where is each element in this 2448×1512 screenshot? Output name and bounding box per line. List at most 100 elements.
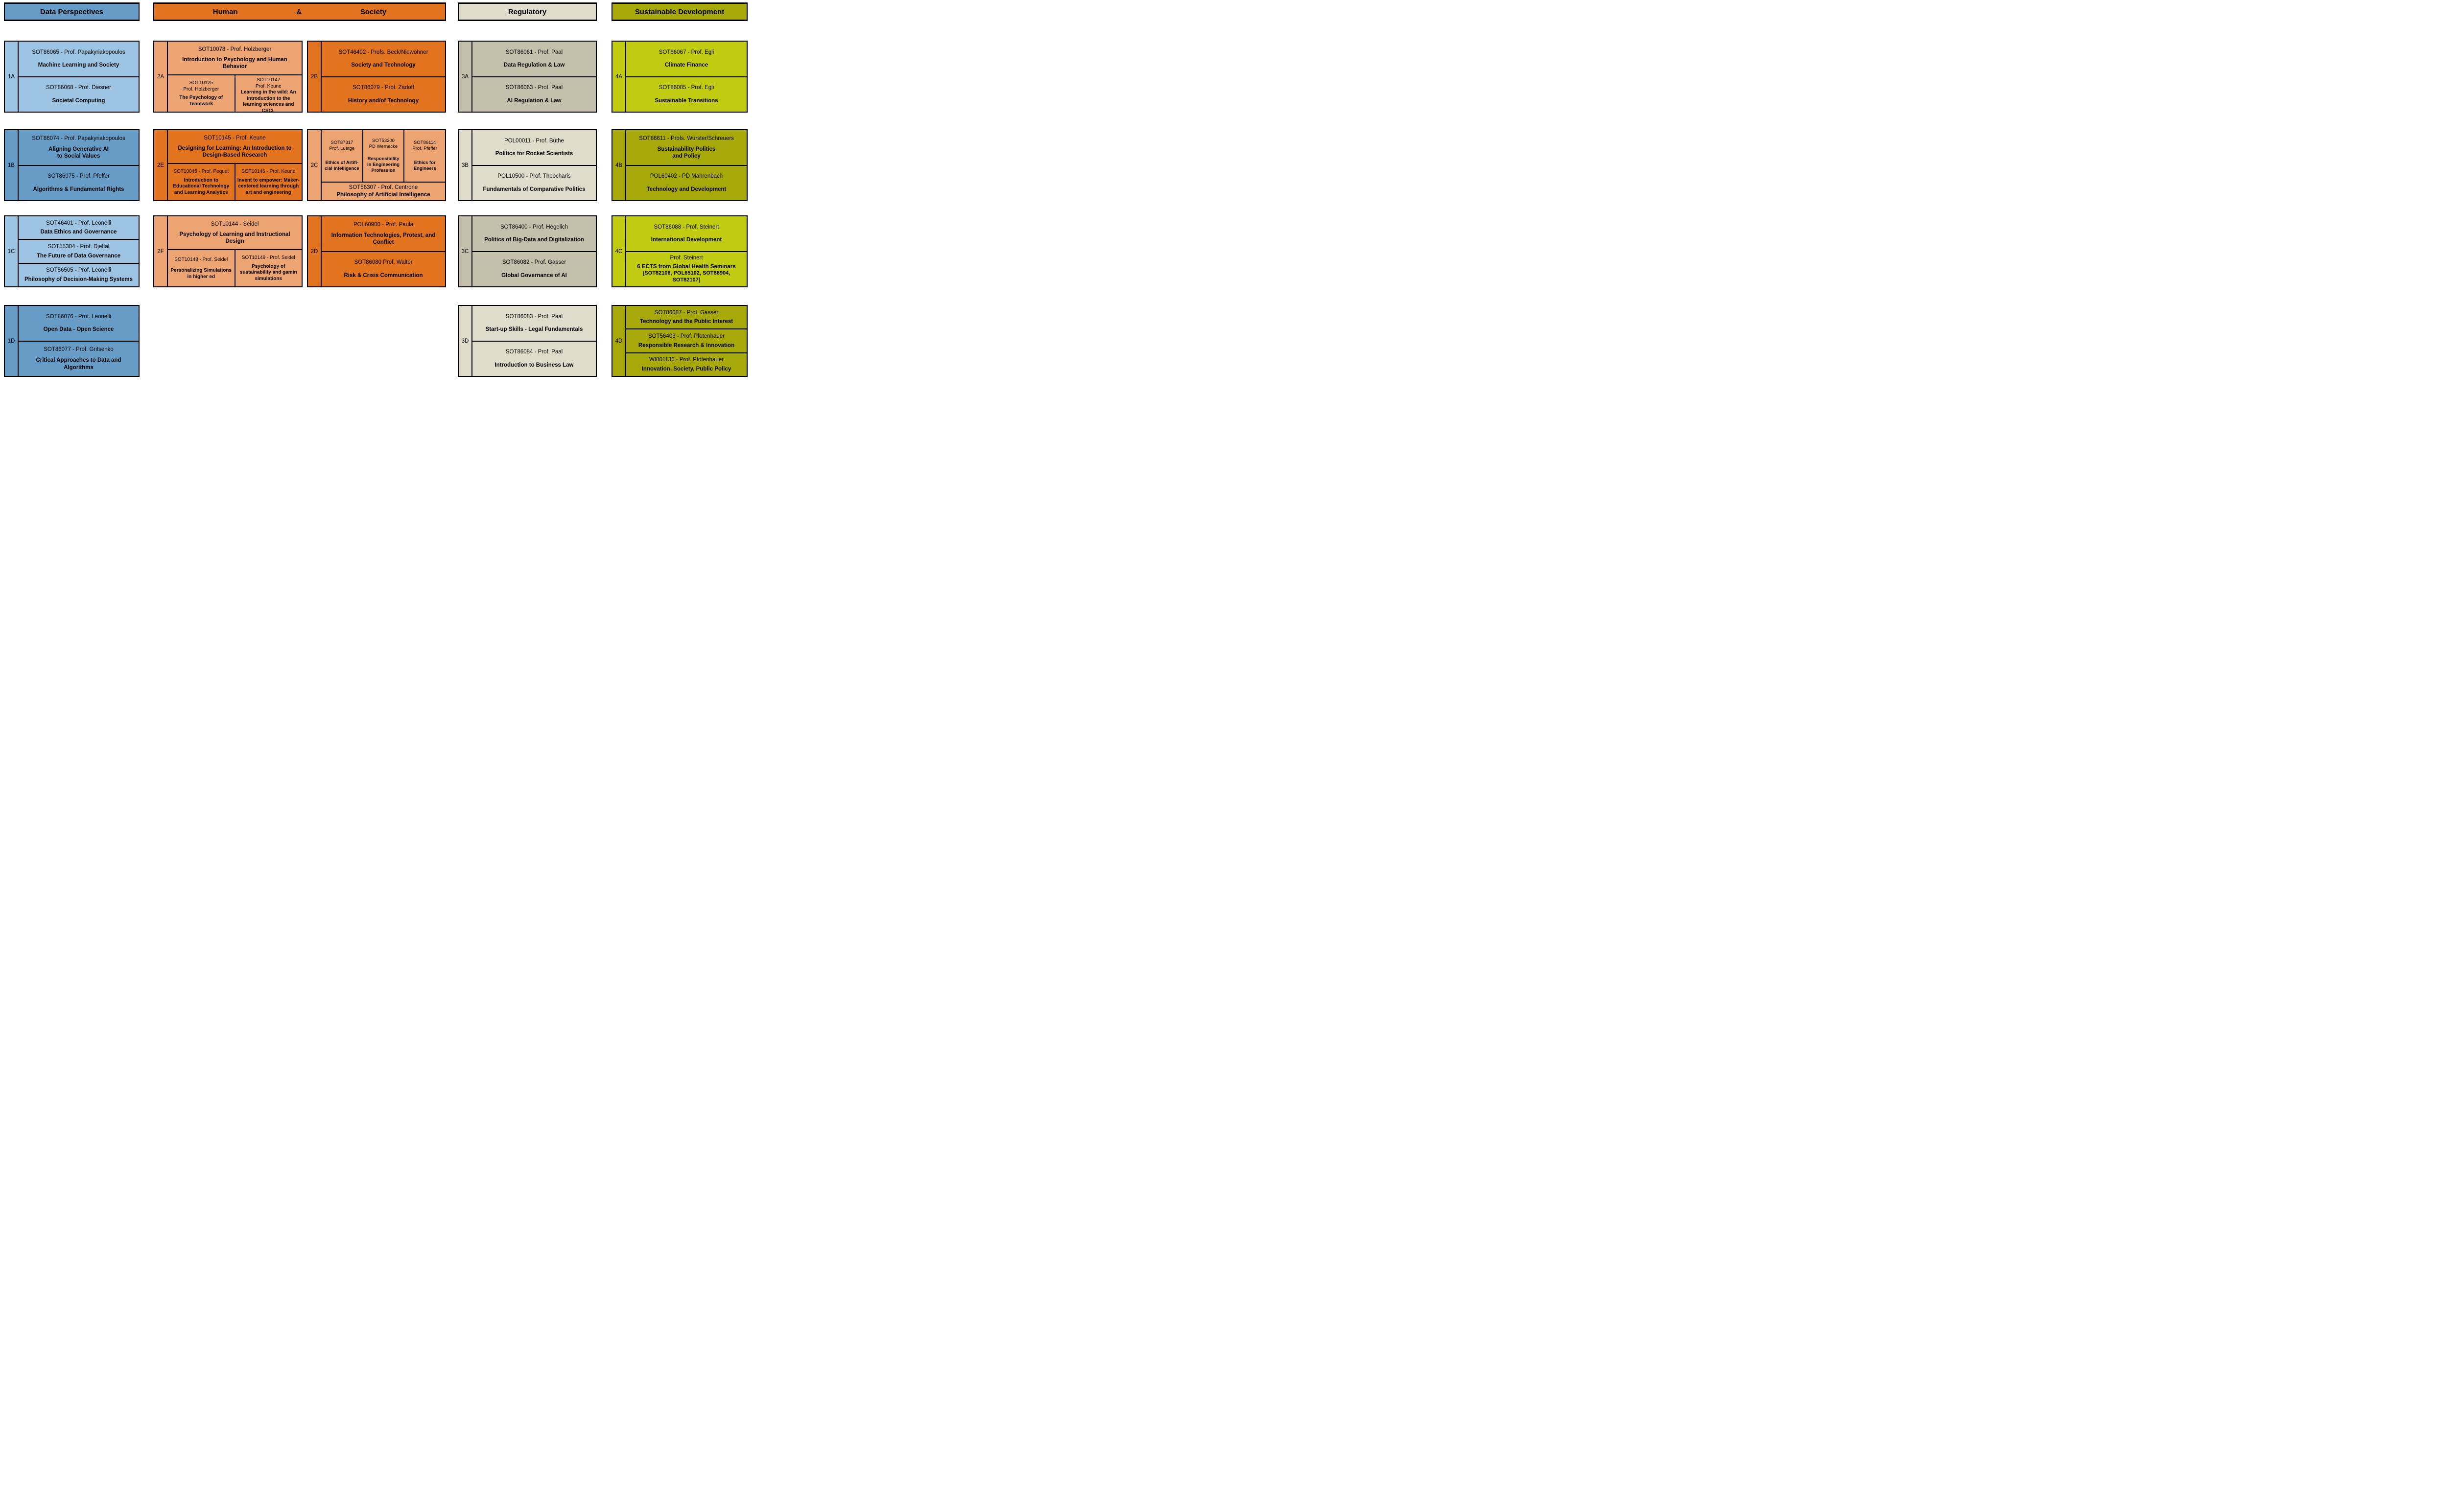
course-cell: SOT86082 - Prof. Gasser Global Governanc… xyxy=(472,251,596,287)
module-block-2F: 2F SOT10144 - Seidel Psychology of Learn… xyxy=(153,215,303,287)
course-title: The Future of Data Governance xyxy=(36,253,121,259)
course-code: SOT55304 - Prof. Djeffal xyxy=(47,244,110,250)
module-tab-2C: 2C xyxy=(308,130,322,200)
module-block-3C: 3C SOT86400 - Prof. Hegelich Politics of… xyxy=(458,215,597,287)
course-code: SOT86076 - Prof. Leonelli xyxy=(46,313,111,320)
course-code: SOT86079 - Prof. Zadoff xyxy=(353,85,414,91)
course-subcell: SOT53200 PD Wernecke Responsibility in E… xyxy=(362,130,404,182)
course-cell: SOT56403 - Prof. Pfotenhauer Responsible… xyxy=(626,328,747,352)
module-block-2A: 2A SOT10078 - Prof. Holzberger Introduct… xyxy=(153,41,303,114)
course-code: SOT86061 - Prof. Paal xyxy=(505,49,563,55)
course-cell: SOT86065 - Prof. Papakyriakopoulos Machi… xyxy=(19,42,139,76)
column-header-data-perspectives: Data Perspectives xyxy=(4,2,140,21)
course-title: Ethics of Artifi- cial Intelligence xyxy=(324,160,359,172)
module-tab-2B: 2B xyxy=(308,42,322,112)
module-tab-1A: 1A xyxy=(5,42,19,112)
course-code: WI001136 - Prof. Pfotenhauer xyxy=(649,357,724,363)
course-code: SOT10147 xyxy=(257,77,281,83)
course-title: Innovation, Society, Public Policy xyxy=(641,366,731,372)
course-code: POL60402 - PD Mahrenbach xyxy=(650,173,723,180)
course-cell: SOT56505 - Prof. Leonelli Philosophy of … xyxy=(19,262,139,286)
course-subcell: SOT10125 Prof. Holzberger The Psychology… xyxy=(168,75,235,112)
header-label: Data Perspectives xyxy=(40,7,104,16)
course-title: The Psychology of Teamwork xyxy=(179,95,223,107)
course-cell: SOT86085 - Prof. Egli Sustainable Transi… xyxy=(626,76,747,112)
module-block-1B: 1B SOT86074 - Prof. Papakyriakopoulos Al… xyxy=(4,129,140,201)
course-subcell: SOT10148 - Prof. Seidel Personalizing Si… xyxy=(168,250,235,286)
course-cell: SOT86063 - Prof. Paal AI Regulation & La… xyxy=(472,76,596,112)
course-code: SOT56403 - Prof. Pfotenhauer xyxy=(648,333,725,339)
header-label-society: Society xyxy=(360,7,387,16)
course-subcell: SOT10147 Prof. Keune Learning in the wil… xyxy=(234,75,302,114)
course-cell: Prof. Steinert 6 ECTS from Global Health… xyxy=(626,251,747,287)
course-title: Personalizing Simulations in higher ed xyxy=(170,268,232,279)
course-title: Information Technologies, Protest, and C… xyxy=(331,232,436,246)
course-title: Fundamentals of Comparative Politics xyxy=(483,186,586,192)
curriculum-module-map: Data Perspectives Human & Society Regula… xyxy=(0,0,749,378)
course-title: Start-up Skills - Legal Fundamentals xyxy=(485,326,583,333)
course-code: SOT86400 - Prof. Hegelich xyxy=(500,224,568,230)
module-block-3D: 3D SOT86083 - Prof. Paal Start-up Skills… xyxy=(458,305,597,377)
module-tab-4C: 4C xyxy=(612,216,626,286)
course-code: SOT86074 - Prof. Papakyriakopoulos xyxy=(32,135,125,141)
column-header-human-society: Human & Society xyxy=(153,2,446,21)
course-title: Introduction to Educational Technology a… xyxy=(173,177,230,195)
course-cell: SOT86075 - Prof. Pfeffer Algorithms & Fu… xyxy=(19,164,139,201)
course-title: AI Regulation & Law xyxy=(507,97,562,104)
module-block-1A: 1A SOT86065 - Prof. Papakyriakopoulos Ma… xyxy=(4,41,140,113)
course-cell: SOT46401 - Prof. Leonelli Data Ethics an… xyxy=(19,216,139,239)
module-block-2C: 2C SOT87317 Prof. Luetge Ethics of Artif… xyxy=(307,129,446,201)
module-block-1D: 1D SOT86076 - Prof. Leonelli Open Data -… xyxy=(4,305,140,377)
course-code: SOT10146 - Prof. Keune xyxy=(241,168,296,174)
module-tab-4A: 4A xyxy=(612,42,626,112)
module-block-4B: 4B SOT86611 - Profs. Wurster/Schreuers S… xyxy=(612,129,748,201)
module-tab-1C: 1C xyxy=(5,216,19,286)
course-prof: Prof. Pfeffer xyxy=(412,146,437,152)
course-code: SOT46401 - Prof. Leonelli xyxy=(46,220,111,226)
course-cell: SOT86087 - Prof. Gasser Technology and t… xyxy=(626,306,747,328)
course-code: SOT10149 - Prof. Seidel xyxy=(241,255,295,260)
course-code: SOT86611 - Profs. Wurster/Schreuers xyxy=(639,135,734,141)
course-code: SOT10144 - Seidel xyxy=(211,221,259,227)
course-code: SOT86068 - Prof. Diesner xyxy=(46,85,111,91)
course-cell: POL60900 - Prof. Paula Information Techn… xyxy=(322,216,445,251)
course-title: Climate Finance xyxy=(664,62,708,69)
course-cell: SOT86061 - Prof. Paal Data Regulation & … xyxy=(472,42,596,76)
course-title: Philosophy of Decision-Making Systems xyxy=(24,276,133,282)
course-title: Sustainable Transitions xyxy=(655,97,718,104)
course-title: Critical Approaches to Data and Algorith… xyxy=(36,357,121,371)
course-prof: Prof. Keune xyxy=(255,84,282,90)
course-cell: SOT10144 - Seidel Psychology of Learning… xyxy=(168,216,302,249)
course-title: Responsibility in Engineering Profession xyxy=(367,156,400,173)
course-code: SOT10145 - Prof. Keune xyxy=(204,135,266,141)
course-title: History and/of Technology xyxy=(348,97,419,104)
header-label: Sustainable Development xyxy=(635,7,725,16)
course-subcell: SOT87317 Prof. Luetge Ethics of Artifi- … xyxy=(322,130,362,182)
header-label: Regulatory xyxy=(508,7,547,16)
header-label-human: Human xyxy=(212,7,238,16)
module-block-4C: 4C SOT86088 - Prof. Steinert Internation… xyxy=(612,215,748,287)
course-cell: SOT86080 Prof. Walter Risk & Crisis Comm… xyxy=(322,251,445,287)
course-code: SOT86087 - Prof. Gasser xyxy=(654,309,719,316)
course-title: Data Ethics and Governance xyxy=(40,229,117,235)
course-subcell: SOT10146 - Prof. Keune Invent to empower… xyxy=(234,164,302,200)
course-cell: POL00011 - Prof. Büthe Politics for Rock… xyxy=(472,130,596,165)
course-code: SOT86084 - Prof. Paal xyxy=(505,349,563,355)
module-block-2D: 2D POL60900 - Prof. Paula Information Te… xyxy=(307,215,446,287)
course-code: SOT46402 - Profs. Beck/Niewöhner xyxy=(338,49,428,55)
module-block-4A: 4A SOT86067 - Prof. Egli Climate Finance… xyxy=(612,41,748,113)
course-subcell: SOT86114 Prof. Pfeffer Ethics for Engine… xyxy=(403,130,445,182)
module-block-2E: 2E SOT10145 - Prof. Keune Designing for … xyxy=(153,129,303,201)
course-cell: POL10500 - Prof. Theocharis Fundamentals… xyxy=(472,164,596,201)
course-title: Introduction to Business Law xyxy=(494,362,574,368)
course-title: Learning in the wild: An introduction to… xyxy=(240,90,296,114)
course-title: International Development xyxy=(651,237,722,243)
course-prof: Prof. Luetge xyxy=(329,146,355,152)
course-code: SOT86075 - Prof. Pfeffer xyxy=(47,173,110,180)
module-tab-1B: 1B xyxy=(5,130,19,200)
module-tab-1D: 1D xyxy=(5,306,19,376)
module-tab-3C: 3C xyxy=(459,216,472,286)
module-block-3A: 3A SOT86061 - Prof. Paal Data Regulation… xyxy=(458,41,597,113)
course-code: SOT86063 - Prof. Paal xyxy=(505,85,563,91)
course-code: SOT53200 xyxy=(372,138,395,143)
